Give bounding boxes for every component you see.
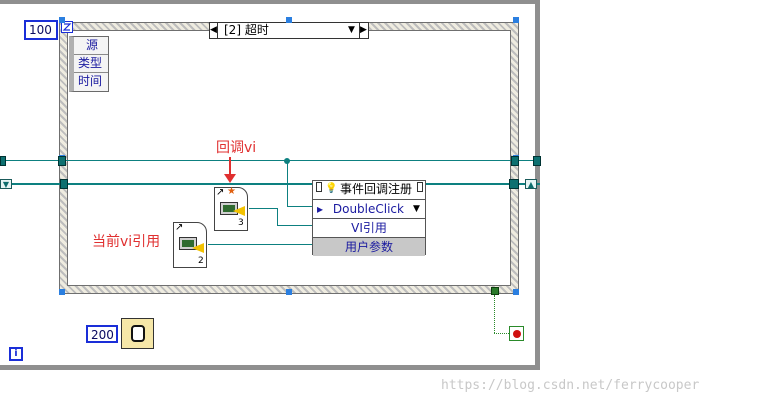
event-selector-row[interactable]: ▸ DoubleClick ▼	[313, 199, 425, 218]
current-ref-wire[interactable]	[208, 244, 313, 245]
callback-ref-wire-c[interactable]	[277, 225, 313, 226]
case-dropdown-icon[interactable]: ▼	[348, 25, 355, 35]
callback-ref-wire-a[interactable]	[249, 208, 277, 209]
timeout-constant[interactable]: 100	[24, 20, 58, 40]
wait-ms-constant[interactable]: 200	[86, 325, 118, 343]
branch-wire[interactable]	[287, 161, 288, 207]
ref-arrow-icon: ↗	[175, 222, 184, 233]
case-label: [2] 超时	[224, 23, 269, 37]
event-tunnel-left[interactable]	[58, 156, 66, 166]
shift-register-right-icon[interactable]: ▲	[525, 179, 537, 189]
wire-junction	[284, 158, 290, 164]
register-event-callback-node[interactable]: 💡 事件回调注册 ▸ DoubleClick ▼ VI引用 用户参数	[312, 180, 426, 256]
node-left-icon	[316, 182, 322, 192]
vi-flag-icon	[233, 206, 245, 216]
vi-ref-label: VI引用	[351, 221, 387, 235]
event-data-type[interactable]: 类型	[74, 55, 108, 73]
left-tunnel-top[interactable]	[0, 156, 6, 166]
callback-vi-number: 3	[238, 218, 244, 228]
selection-handle[interactable]	[286, 17, 292, 23]
annotation-arrow-icon	[224, 174, 236, 183]
vi-screen	[182, 240, 194, 247]
event-data-source[interactable]: 源	[74, 37, 108, 55]
event-case-selector[interactable]: ◀ [2] 超时 ▼ ▶	[209, 22, 369, 39]
current-vi-number: 2	[198, 256, 204, 266]
vi-ref-row[interactable]: VI引用	[313, 218, 425, 237]
watermark: https://blog.csdn.net/ferrycooper	[441, 378, 700, 393]
stop-icon	[513, 330, 521, 338]
current-vi-ref-annotation: 当前vi引用	[92, 234, 161, 250]
event-tunnel-left-2[interactable]	[60, 179, 68, 189]
selection-handle[interactable]	[59, 289, 65, 295]
stop-wire-horizontal[interactable]	[494, 333, 509, 334]
right-tunnel-top[interactable]	[533, 156, 541, 166]
event-dropdown-icon[interactable]: ▼	[413, 204, 420, 214]
event-tunnel-right-2[interactable]	[509, 179, 519, 189]
current-vi-ref-icon[interactable]: ↗ 2	[173, 222, 207, 268]
iteration-terminal[interactable]: i	[9, 347, 23, 361]
callback-bulb-icon: 💡	[325, 183, 338, 194]
error-tunnel[interactable]	[491, 287, 499, 295]
selection-handle[interactable]	[513, 17, 519, 23]
wait-clock-icon	[131, 325, 145, 342]
event-dropdown-marker: ▸	[317, 202, 324, 216]
vi-monitor-icon	[179, 237, 197, 250]
vi-flag-icon	[192, 243, 204, 253]
branch-wire-event[interactable]	[287, 206, 313, 207]
callback-vi-annotation: 回调vi	[216, 140, 257, 156]
while-loop-frame	[0, 0, 540, 370]
callback-node-title: 事件回调注册	[340, 182, 413, 196]
callback-vi-ref-icon[interactable]: ↗ ★ 3	[214, 187, 248, 231]
refnum-wire-top[interactable]	[0, 160, 540, 161]
selection-handle[interactable]	[286, 289, 292, 295]
event-data-node[interactable]: 源 类型 时间	[69, 36, 109, 92]
prev-case-arrow-icon[interactable]: ◀	[210, 23, 218, 38]
event-data-time[interactable]: 时间	[74, 73, 108, 90]
vi-screen	[223, 205, 235, 212]
event-name: DoubleClick	[332, 202, 404, 216]
ref-arrow-icon: ↗	[216, 187, 225, 198]
star-icon: ★	[227, 186, 236, 197]
selection-handle[interactable]	[59, 17, 65, 23]
refnum-wire-bottom[interactable]	[0, 183, 540, 185]
node-right-icon	[417, 182, 423, 192]
user-param-label: 用户参数	[344, 240, 393, 254]
annotation-arrow-shaft	[229, 157, 231, 175]
event-tunnel-right[interactable]	[511, 156, 519, 166]
stop-wire-vertical[interactable]	[494, 295, 495, 333]
selection-handle[interactable]	[513, 289, 519, 295]
callback-ref-wire-b[interactable]	[277, 208, 278, 226]
vi-monitor-icon	[220, 202, 238, 215]
stop-condition-terminal[interactable]	[509, 326, 524, 341]
next-case-arrow-icon[interactable]: ▶	[359, 23, 367, 38]
shift-register-left-icon[interactable]: ▼	[0, 179, 12, 189]
user-param-row[interactable]: 用户参数	[313, 237, 425, 256]
callback-node-header: 💡 事件回调注册	[313, 181, 425, 198]
timeout-terminal-icon[interactable]	[61, 21, 73, 33]
wait-function[interactable]	[121, 318, 154, 349]
